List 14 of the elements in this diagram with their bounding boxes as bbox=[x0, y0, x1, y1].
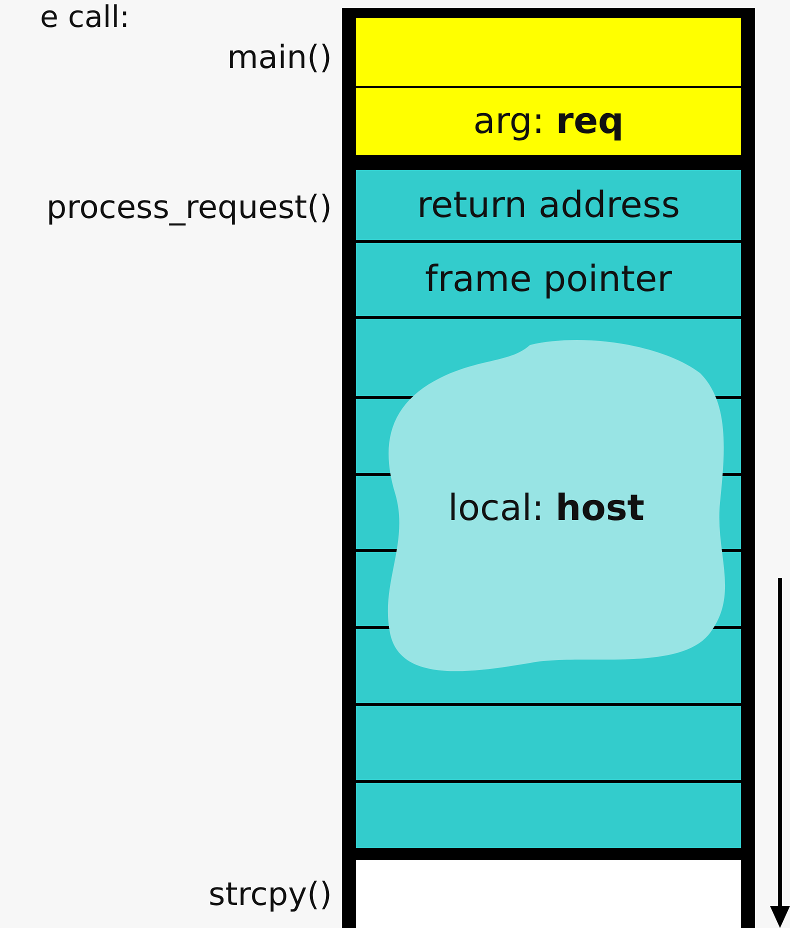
slot-label: arg: req bbox=[473, 101, 624, 142]
slot-label: frame pointer bbox=[425, 259, 672, 300]
stack-slot bbox=[356, 88, 741, 155]
function-label: strcpy() bbox=[208, 875, 332, 913]
stack-slot bbox=[356, 860, 741, 928]
stack-slot bbox=[356, 243, 741, 316]
function-label: main() bbox=[227, 38, 332, 76]
variable-label: local: host bbox=[448, 488, 644, 529]
local-variables-area bbox=[356, 319, 741, 848]
slide-title: e call: bbox=[40, 0, 130, 35]
slot-label: return address bbox=[417, 184, 680, 226]
stack-slot bbox=[356, 18, 741, 86]
stack-slot bbox=[356, 170, 741, 240]
function-label: process_request() bbox=[46, 188, 332, 226]
